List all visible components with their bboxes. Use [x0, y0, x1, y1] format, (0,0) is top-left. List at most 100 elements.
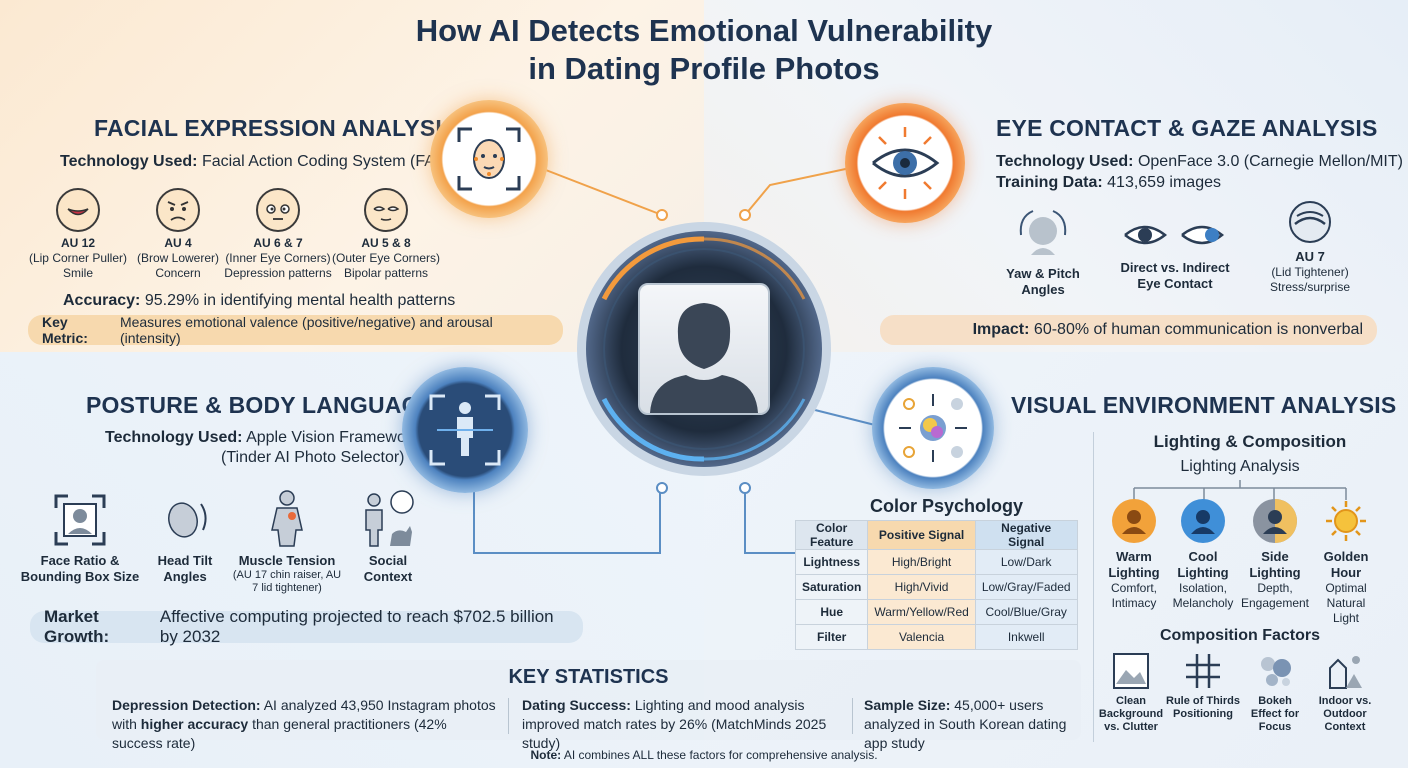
lighting-item: Golden Hour Optimal Natural Light	[1312, 498, 1380, 626]
table-row: Saturation High/Vivid Low/Gray/Faded	[794, 574, 1078, 600]
impact-label: Impact:	[972, 321, 1030, 338]
profile-avatar-icon	[650, 303, 758, 413]
stat-text: 45,000+ users analyzed in South Korean d…	[864, 697, 1067, 751]
color-psych-title: Color Psychology	[870, 496, 1024, 516]
eye-tech: Technology Used: OpenFace 3.0 (Carnegie …	[996, 153, 1403, 171]
head-rotation-icon	[1019, 210, 1067, 255]
au-meaning: Smile	[62, 266, 93, 280]
table-row: Hue Warm/Yellow/Red Cool/Blue/Gray	[794, 599, 1078, 625]
au7-desc: (Lid Tightener)	[1271, 265, 1349, 279]
bounding-box-icon	[54, 494, 106, 546]
au-desc: (Outer Eye Corners)	[331, 251, 441, 265]
stat-label: Depression Detection:	[112, 697, 261, 713]
divider	[508, 698, 509, 734]
facial-tech: Technology Used: Facial Action Coding Sy…	[60, 153, 463, 171]
yaw-pitch-label: Yaw & Pitch Angles	[1006, 266, 1080, 297]
posture-tech: Technology Used: Apple Vision Framework	[105, 429, 419, 447]
lighting-item: Warm Lighting Comfort, Intimacy	[1103, 498, 1165, 611]
head-tilt-item: Head Tilt Angles	[140, 492, 230, 585]
facial-heading: FACIAL EXPRESSION ANALYSIS	[94, 115, 458, 141]
table-row: Lightness High/Bright Low/Dark	[794, 549, 1078, 575]
eye-heading: EYE CONTACT & GAZE ANALYSIS	[996, 115, 1378, 141]
table-row: Filter Valencia Inkwell	[794, 624, 1078, 650]
facial-accuracy: Accuracy: 95.29% in identifying mental h…	[63, 292, 455, 310]
composition-item: Indoor vs. Outdoor Context	[1312, 652, 1378, 734]
lighting-item: Cool Lighting Isolation, Melancholy	[1170, 498, 1236, 611]
eye-training: Training Data: 413,659 images	[996, 174, 1221, 192]
page-title: How AI Detects Emotional Vulnerability i…	[0, 12, 1408, 88]
cool-light-icon	[1180, 498, 1226, 544]
au-item: AU 12 (Lip Corner Puller) Smile	[18, 188, 138, 281]
concern-face-icon	[156, 188, 200, 232]
market-value: Affective computing projected to reach $…	[159, 607, 554, 646]
lighting-label: Golden Hour	[1323, 549, 1369, 580]
au-code: AU 4	[164, 236, 192, 250]
lighting-desc: Depth, Engagement	[1240, 581, 1310, 610]
stats-panel	[96, 660, 1081, 740]
warm-light-icon	[1111, 498, 1157, 544]
color-wheel-icon	[872, 367, 994, 489]
au7-code: AU 7	[1295, 249, 1325, 264]
lighting-sub: Lighting Analysis	[1180, 458, 1300, 475]
au-meaning: Bipolar patterns	[343, 266, 429, 280]
col-header: Color Feature	[794, 520, 869, 550]
eye-tech-value: OpenFace 3.0 (Carnegie Mellon/MIT)	[1137, 153, 1403, 170]
composition-item: Rule of Thirds Positioning	[1166, 652, 1240, 721]
au-meaning: Concern	[155, 266, 201, 280]
title-line-2: in Dating Profile Photos	[528, 51, 880, 86]
accuracy-label: Accuracy:	[63, 292, 141, 309]
composition-label: Clean Background vs. Clutter	[1098, 695, 1164, 733]
stat-highlight: higher accuracy	[140, 716, 249, 732]
muscle-tension-item: Muscle Tension (AU 17 chin raiser, AU 7 …	[232, 488, 342, 595]
muscle-tension-desc: (AU 17 chin raiser, AU 7 lid tightener)	[232, 569, 342, 594]
person-with-dog-icon	[365, 490, 414, 547]
footer-note: Note: AI combines ALL these factors for …	[0, 748, 1408, 762]
lighting-item: Side Lighting Depth, Engagement	[1240, 498, 1310, 611]
au-code: AU 5 & 8	[361, 236, 411, 250]
lighting-desc: Optimal Natural Light	[1325, 581, 1367, 625]
composition-item: Bokeh Effect for Focus	[1242, 652, 1308, 734]
table-cell: Warm/Yellow/Red	[867, 599, 976, 625]
stats-heading: KEY STATISTICS	[508, 666, 669, 688]
table-cell: Saturation	[794, 574, 869, 600]
landscape-image-icon	[1113, 653, 1149, 689]
eye-gaze-icon	[845, 103, 965, 223]
au7-item: AU 7 (Lid Tightener) Stress/surprise	[1255, 200, 1365, 295]
stat-text-2: than general practitioners (42% success …	[112, 716, 447, 751]
au-item: AU 6 & 7 (Inner Eye Corners) Depression …	[218, 188, 338, 281]
key-metric-pill: Key Metric: Measures emotional valence (…	[28, 314, 563, 346]
col-header: Negative Signal	[974, 520, 1078, 550]
metric-value: Measures emotional valence (positive/neg…	[119, 314, 493, 346]
side-light-icon	[1252, 498, 1298, 544]
eyes-icon	[1124, 225, 1225, 245]
posture-heading: POSTURE & BODY LANGUAGE	[86, 392, 436, 418]
bokeh-icon	[1261, 657, 1291, 686]
facial-tech-label: Technology Used:	[60, 153, 198, 170]
eye-quadrant-bg	[704, 0, 1408, 352]
table-cell: Lightness	[794, 549, 869, 575]
muscle-tension-label: Muscle Tension	[238, 553, 336, 568]
au-code: AU 12	[60, 236, 95, 250]
stat-label: Dating Success:	[522, 697, 631, 713]
stat-sample: Sample Size: 45,000+ users analyzed in S…	[864, 696, 1074, 753]
divider	[1093, 432, 1094, 742]
face-ratio-label: Face Ratio & Bounding Box Size	[20, 553, 140, 584]
table-header-row: Color Feature Positive Signal Negative S…	[794, 520, 1078, 550]
visual-heading: VISUAL ENVIRONMENT ANALYSIS	[1011, 392, 1397, 418]
lighting-label: Warm Lighting	[1108, 549, 1160, 580]
direct-indirect-label: Direct vs. Indirect Eye Contact	[1120, 260, 1230, 291]
lighting-label: Cool Lighting	[1177, 549, 1229, 580]
table-cell: High/Vivid	[867, 574, 976, 600]
stat-text: AI analyzed 43,950 Instagram photos with	[112, 697, 496, 732]
head-tilt-label: Head Tilt Angles	[157, 553, 213, 584]
metric-label: Key Metric:	[42, 314, 88, 346]
grid-icon	[1186, 654, 1220, 688]
direct-indirect-item: Direct vs. Indirect Eye Contact	[1110, 215, 1240, 292]
facial-quadrant-bg	[0, 0, 704, 352]
muscle-body-icon	[271, 490, 303, 547]
smile-face-icon	[56, 188, 100, 232]
lighting-title: Lighting & Composition	[1153, 432, 1347, 451]
stat-text: Lighting and mood analysis improved matc…	[522, 697, 827, 751]
au-meaning: Depression patterns	[224, 266, 332, 280]
